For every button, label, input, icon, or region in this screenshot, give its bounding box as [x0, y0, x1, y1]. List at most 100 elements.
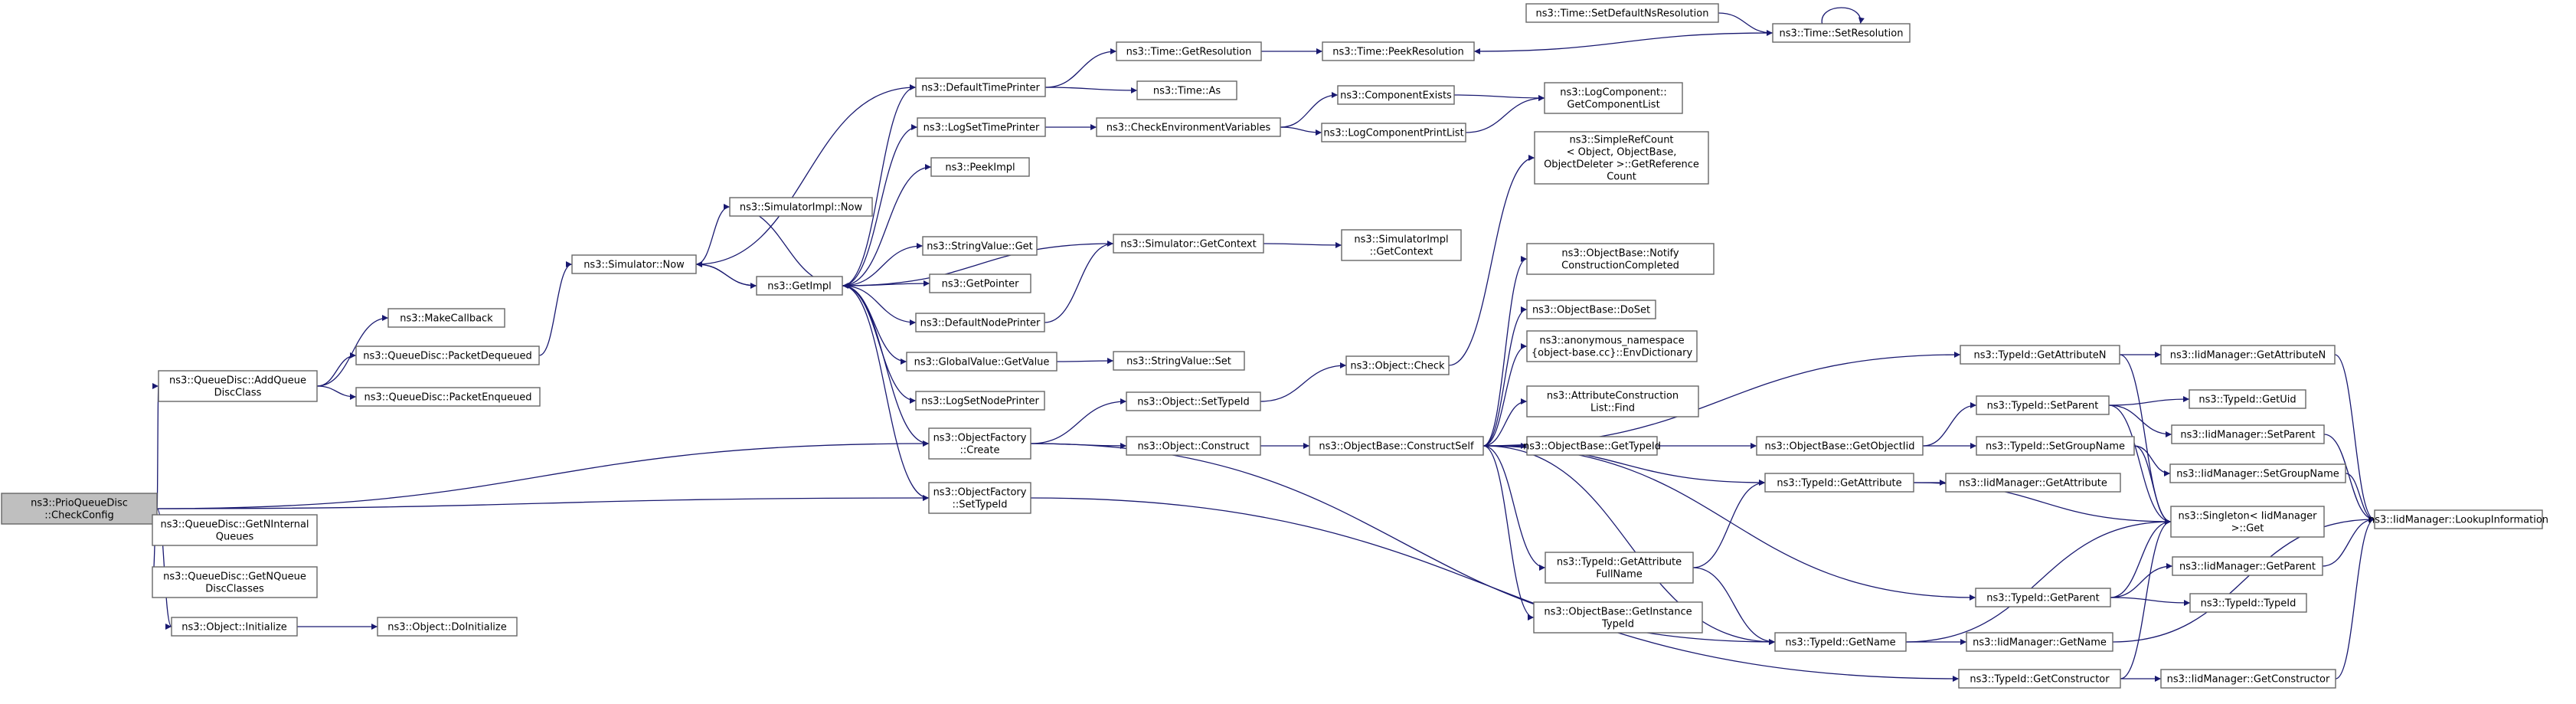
node-makecb[interactable]: ns3::MakeCallback — [387, 308, 505, 328]
node-label: ns3::Object::Check — [1350, 361, 1445, 372]
node-objinit[interactable]: ns3::Object::Initialize — [171, 617, 298, 637]
node-logsnp[interactable]: ns3::LogSetNodePrinter — [915, 391, 1045, 411]
node-timepeekres[interactable]: ns3::Time::PeekResolution — [1322, 41, 1475, 61]
node-obconstructself[interactable]: ns3::ObjectBase::ConstructSelf — [1309, 436, 1484, 456]
node-peekimpl[interactable]: ns3::PeekImpl — [930, 157, 1030, 177]
node-tidsetparent[interactable]: ns3::TypeId::SetParent — [1976, 395, 2110, 415]
edge-getimpl-to-peekimpl — [842, 164, 932, 287]
node-objconstruct[interactable]: ns3::Object::Construct — [1126, 436, 1261, 456]
node-timesetdefns[interactable]: ns3::Time::SetDefaultNsResolution — [1525, 3, 1719, 23]
node-getimpl[interactable]: ns3::GetImpl — [756, 276, 843, 296]
node-label: ns3::LogComponentPrintList — [1323, 128, 1463, 139]
edge-tidsetparent-to-singleton — [2108, 404, 2172, 525]
edge-defnp-to-simgetctx — [1044, 241, 1114, 323]
edge-getimpl-to-defnp — [842, 285, 917, 326]
node-iidgetctor[interactable]: ns3::IidManager::GetConstructor — [2160, 669, 2336, 689]
edge-tidgetparent-to-tidtid — [2110, 597, 2191, 606]
node-logstp[interactable]: ns3::LogSetTimePrinter — [917, 117, 1046, 137]
node-iidgetparent[interactable]: ns3::IidManager::GetParent — [2172, 556, 2323, 576]
node-simrefcount[interactable]: ns3::SimpleRefCount< Object, ObjectBase,… — [1534, 131, 1709, 185]
node-iidsetparent[interactable]: ns3::IidManager::SetParent — [2171, 424, 2325, 444]
node-objcheck[interactable]: ns3::Object::Check — [1345, 355, 1450, 375]
node-simimplnow[interactable]: ns3::SimulatorImpl::Now — [729, 197, 873, 217]
node-label: ns3::SimulatorImpl::Now — [740, 202, 863, 214]
node-simgetctx[interactable]: ns3::Simulator::GetContext — [1113, 234, 1264, 254]
node-label: ns3::Singleton< IidManager — [2178, 511, 2317, 522]
edge-root-to-ofsettid — [156, 495, 930, 509]
node-label: ns3::ObjectBase::DoSet — [1532, 305, 1650, 316]
node-iidgetattrn[interactable]: ns3::IidManager::GetAttributeN — [2160, 345, 2336, 365]
node-objsettid[interactable]: ns3::Object::SetTypeId — [1126, 391, 1261, 411]
node-tidgetattr[interactable]: ns3::TypeId::GetAttribute — [1764, 473, 1914, 493]
node-dispose[interactable]: ns3::Object::DoInitialize — [377, 617, 518, 637]
node-getptr[interactable]: ns3::GetPointer — [929, 273, 1031, 293]
node-simnow[interactable]: ns3::Simulator::Now — [571, 254, 697, 274]
edge-timesetres-to-timesetres — [1821, 7, 1865, 25]
node-obdoset[interactable]: ns3::ObjectBase::DoSet — [1526, 300, 1656, 319]
node-obgetoid[interactable]: ns3::ObjectBase::GetObjectIid — [1756, 436, 1924, 456]
node-box — [928, 482, 1031, 514]
node-box — [1116, 41, 1262, 61]
node-tidsetgroup[interactable]: ns3::TypeId::SetGroupName — [1976, 436, 2135, 456]
node-timesetres[interactable]: ns3::Time::SetResolution — [1772, 23, 1911, 43]
node-label: ns3::ObjectBase::GetObjectIid — [1764, 441, 1914, 453]
node-label: ns3::TypeId::GetParent — [1986, 593, 2100, 604]
edge-addqdc-to-makecb — [316, 315, 389, 387]
node-box — [2160, 669, 2336, 689]
node-label: ns3::ObjectBase::Notify — [1561, 248, 1679, 260]
node-iidgetname[interactable]: ns3::IidManager::GetName — [1966, 632, 2113, 652]
node-logcompgetlist[interactable]: ns3::LogComponent::GetComponentList — [1544, 82, 1683, 114]
node-iidlookup[interactable]: ns3::IidManager::LookupInformation — [2368, 509, 2548, 529]
node-logcompprint[interactable]: ns3::LogComponentPrintList — [1321, 123, 1466, 142]
node-tidgetattrn[interactable]: ns3::TypeId::GetAttributeN — [1960, 345, 2120, 365]
node-tidgetname[interactable]: ns3::TypeId::GetName — [1774, 632, 1907, 652]
edge-getimpl-to-gvget — [842, 285, 907, 365]
edge-tidgetparent-to-iidgetparent — [2110, 563, 2173, 598]
edge-root-to-addqdc — [152, 384, 159, 509]
node-gvget[interactable]: ns3::GlobalValue::GetValue — [906, 352, 1058, 372]
edge-tidsetparent-to-iidsetparent — [2108, 404, 2172, 437]
edge-tidsetparent-to-tidgetuid — [2108, 396, 2190, 406]
node-timeas[interactable]: ns3::Time::As — [1136, 80, 1237, 100]
node-checkenv[interactable]: ns3::CheckEnvironmentVariables — [1096, 117, 1281, 137]
node-iidgetattr[interactable]: ns3::IidManager::GetAttribute — [1945, 473, 2121, 493]
node-deftp[interactable]: ns3::DefaultTimePrinter — [915, 77, 1046, 97]
node-obgettid[interactable]: ns3::ObjectBase::GetTypeId — [1523, 436, 1661, 456]
node-simimplgetctx[interactable]: ns3::SimulatorImpl::GetContext — [1341, 229, 1462, 261]
node-label: DiscClasses — [205, 584, 264, 595]
node-timegetres[interactable]: ns3::Time::GetResolution — [1116, 41, 1262, 61]
node-singleton[interactable]: ns3::Singleton< IidManager>::Get — [2170, 506, 2325, 538]
node-box — [729, 197, 873, 217]
node-iidsetgroup[interactable]: ns3::IidManager::SetGroupName — [2169, 463, 2346, 483]
node-ofsettid[interactable]: ns3::ObjectFactory::SetTypeId — [928, 482, 1031, 514]
node-tidgetctor[interactable]: ns3::TypeId::GetConstructor — [1958, 669, 2121, 689]
node-tidgetparent[interactable]: ns3::TypeId::GetParent — [1975, 588, 2111, 607]
node-pktenq[interactable]: ns3::QueueDisc::PacketEnqueued — [355, 387, 541, 407]
node-tidgetuid[interactable]: ns3::TypeId::GetUid — [2189, 389, 2306, 409]
edge-deftp-to-timegetres — [1044, 48, 1117, 88]
node-defnp[interactable]: ns3::DefaultNodePrinter — [915, 313, 1045, 332]
node-box — [915, 313, 1045, 332]
node-svset[interactable]: ns3::StringValue::Set — [1113, 351, 1245, 371]
node-svget[interactable]: ns3::StringValue::Get — [922, 236, 1038, 256]
node-box — [1526, 385, 1699, 417]
node-anonenv[interactable]: ns3::anonymous_namespace{object-base.cc}… — [1526, 330, 1698, 362]
node-obnotify[interactable]: ns3::ObjectBase::NotifyConstructionCompl… — [1526, 243, 1715, 275]
node-root[interactable]: ns3::PrioQueueDisc::CheckConfig — [1, 493, 158, 525]
node-pktdeq[interactable]: ns3::QueueDisc::PacketDequeued — [355, 345, 540, 365]
node-ofcreate[interactable]: ns3::ObjectFactory::Create — [928, 427, 1031, 460]
edge-tidsetgroup-to-iidsetgroup — [2133, 445, 2171, 476]
node-label: Count — [1607, 172, 1636, 183]
edge-simgetctx-to-getimpl — [842, 243, 1114, 289]
node-compexists[interactable]: ns3::ComponentExists — [1337, 85, 1455, 105]
node-tidtid[interactable]: ns3::TypeId::TypeId — [2189, 593, 2307, 613]
node-label: ::GetContext — [1370, 247, 1433, 258]
node-box — [1126, 436, 1261, 456]
